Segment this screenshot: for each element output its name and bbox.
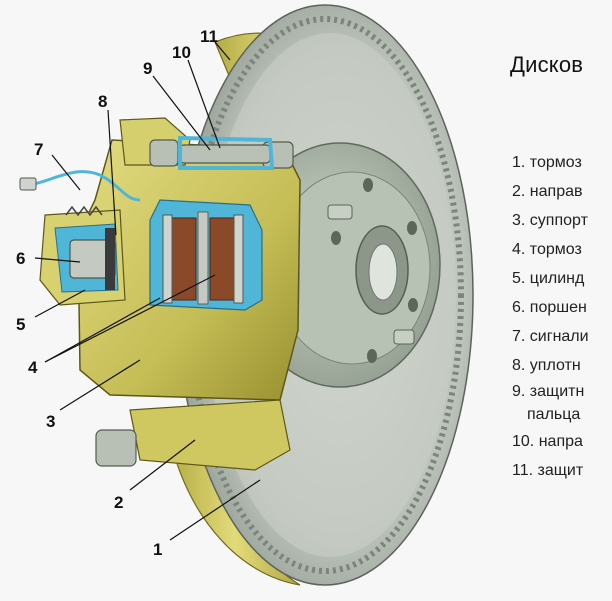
guide-pin-upper xyxy=(179,144,271,164)
callout-lines xyxy=(34,41,261,541)
callout-1: 1 xyxy=(153,540,162,559)
guide-pin-boot xyxy=(178,135,275,170)
pad-backing-inner xyxy=(233,214,244,304)
piston-spring xyxy=(65,205,103,217)
wheel-studs xyxy=(327,204,415,345)
callout-4: 4 xyxy=(28,358,38,377)
brake-pad-outer xyxy=(171,217,197,301)
callout-9: 9 xyxy=(143,59,152,78)
hub-bore-inner xyxy=(368,243,398,301)
callout-2: 2 xyxy=(114,493,123,512)
legend-item: 7. сигнали xyxy=(512,328,589,345)
callout-numbers: 1 2 3 4 5 6 7 8 9 10 11 xyxy=(16,27,218,559)
legend-item: 8. уплотн xyxy=(512,357,581,374)
callout-7: 7 xyxy=(34,140,43,159)
wear-sensor-wire xyxy=(29,170,141,202)
callout-10: 10 xyxy=(172,43,191,62)
callout-11: 11 xyxy=(200,27,218,46)
callout-6: 6 xyxy=(16,249,25,268)
guide-bolt-upper-left xyxy=(149,139,179,167)
pad-backing-outer xyxy=(162,214,173,304)
callout-5: 5 xyxy=(16,315,25,334)
wear-sensor-connector xyxy=(19,177,37,191)
legend-item: 5. цилинд xyxy=(512,270,585,287)
legend-item: 6. поршен xyxy=(512,299,587,316)
brake-disc-section xyxy=(197,211,209,305)
legend-item: 10. напра xyxy=(512,433,583,450)
brake-pad-inner xyxy=(209,217,235,301)
callout-3: 3 xyxy=(46,412,55,431)
parts-legend: 1. тормоз 2. направ 3. суппорт 4. тормоз… xyxy=(512,148,589,485)
legend-item: 3. суппорт xyxy=(512,212,588,229)
hub-bolt-holes xyxy=(331,178,418,363)
legend-item: 11. защит xyxy=(512,462,584,479)
legend-item: 2. направ xyxy=(512,183,583,200)
legend-item-continuation: пальца xyxy=(527,406,581,423)
legend-item: 1. тормоз xyxy=(512,154,582,171)
piston-seal xyxy=(105,228,115,290)
legend-item: 4. тормоз xyxy=(512,241,582,258)
diagram-title: Дисков xyxy=(510,52,584,77)
guide-bolt-lower xyxy=(95,429,137,467)
guide-pin-lower xyxy=(129,399,291,471)
callout-8: 8 xyxy=(98,92,107,111)
